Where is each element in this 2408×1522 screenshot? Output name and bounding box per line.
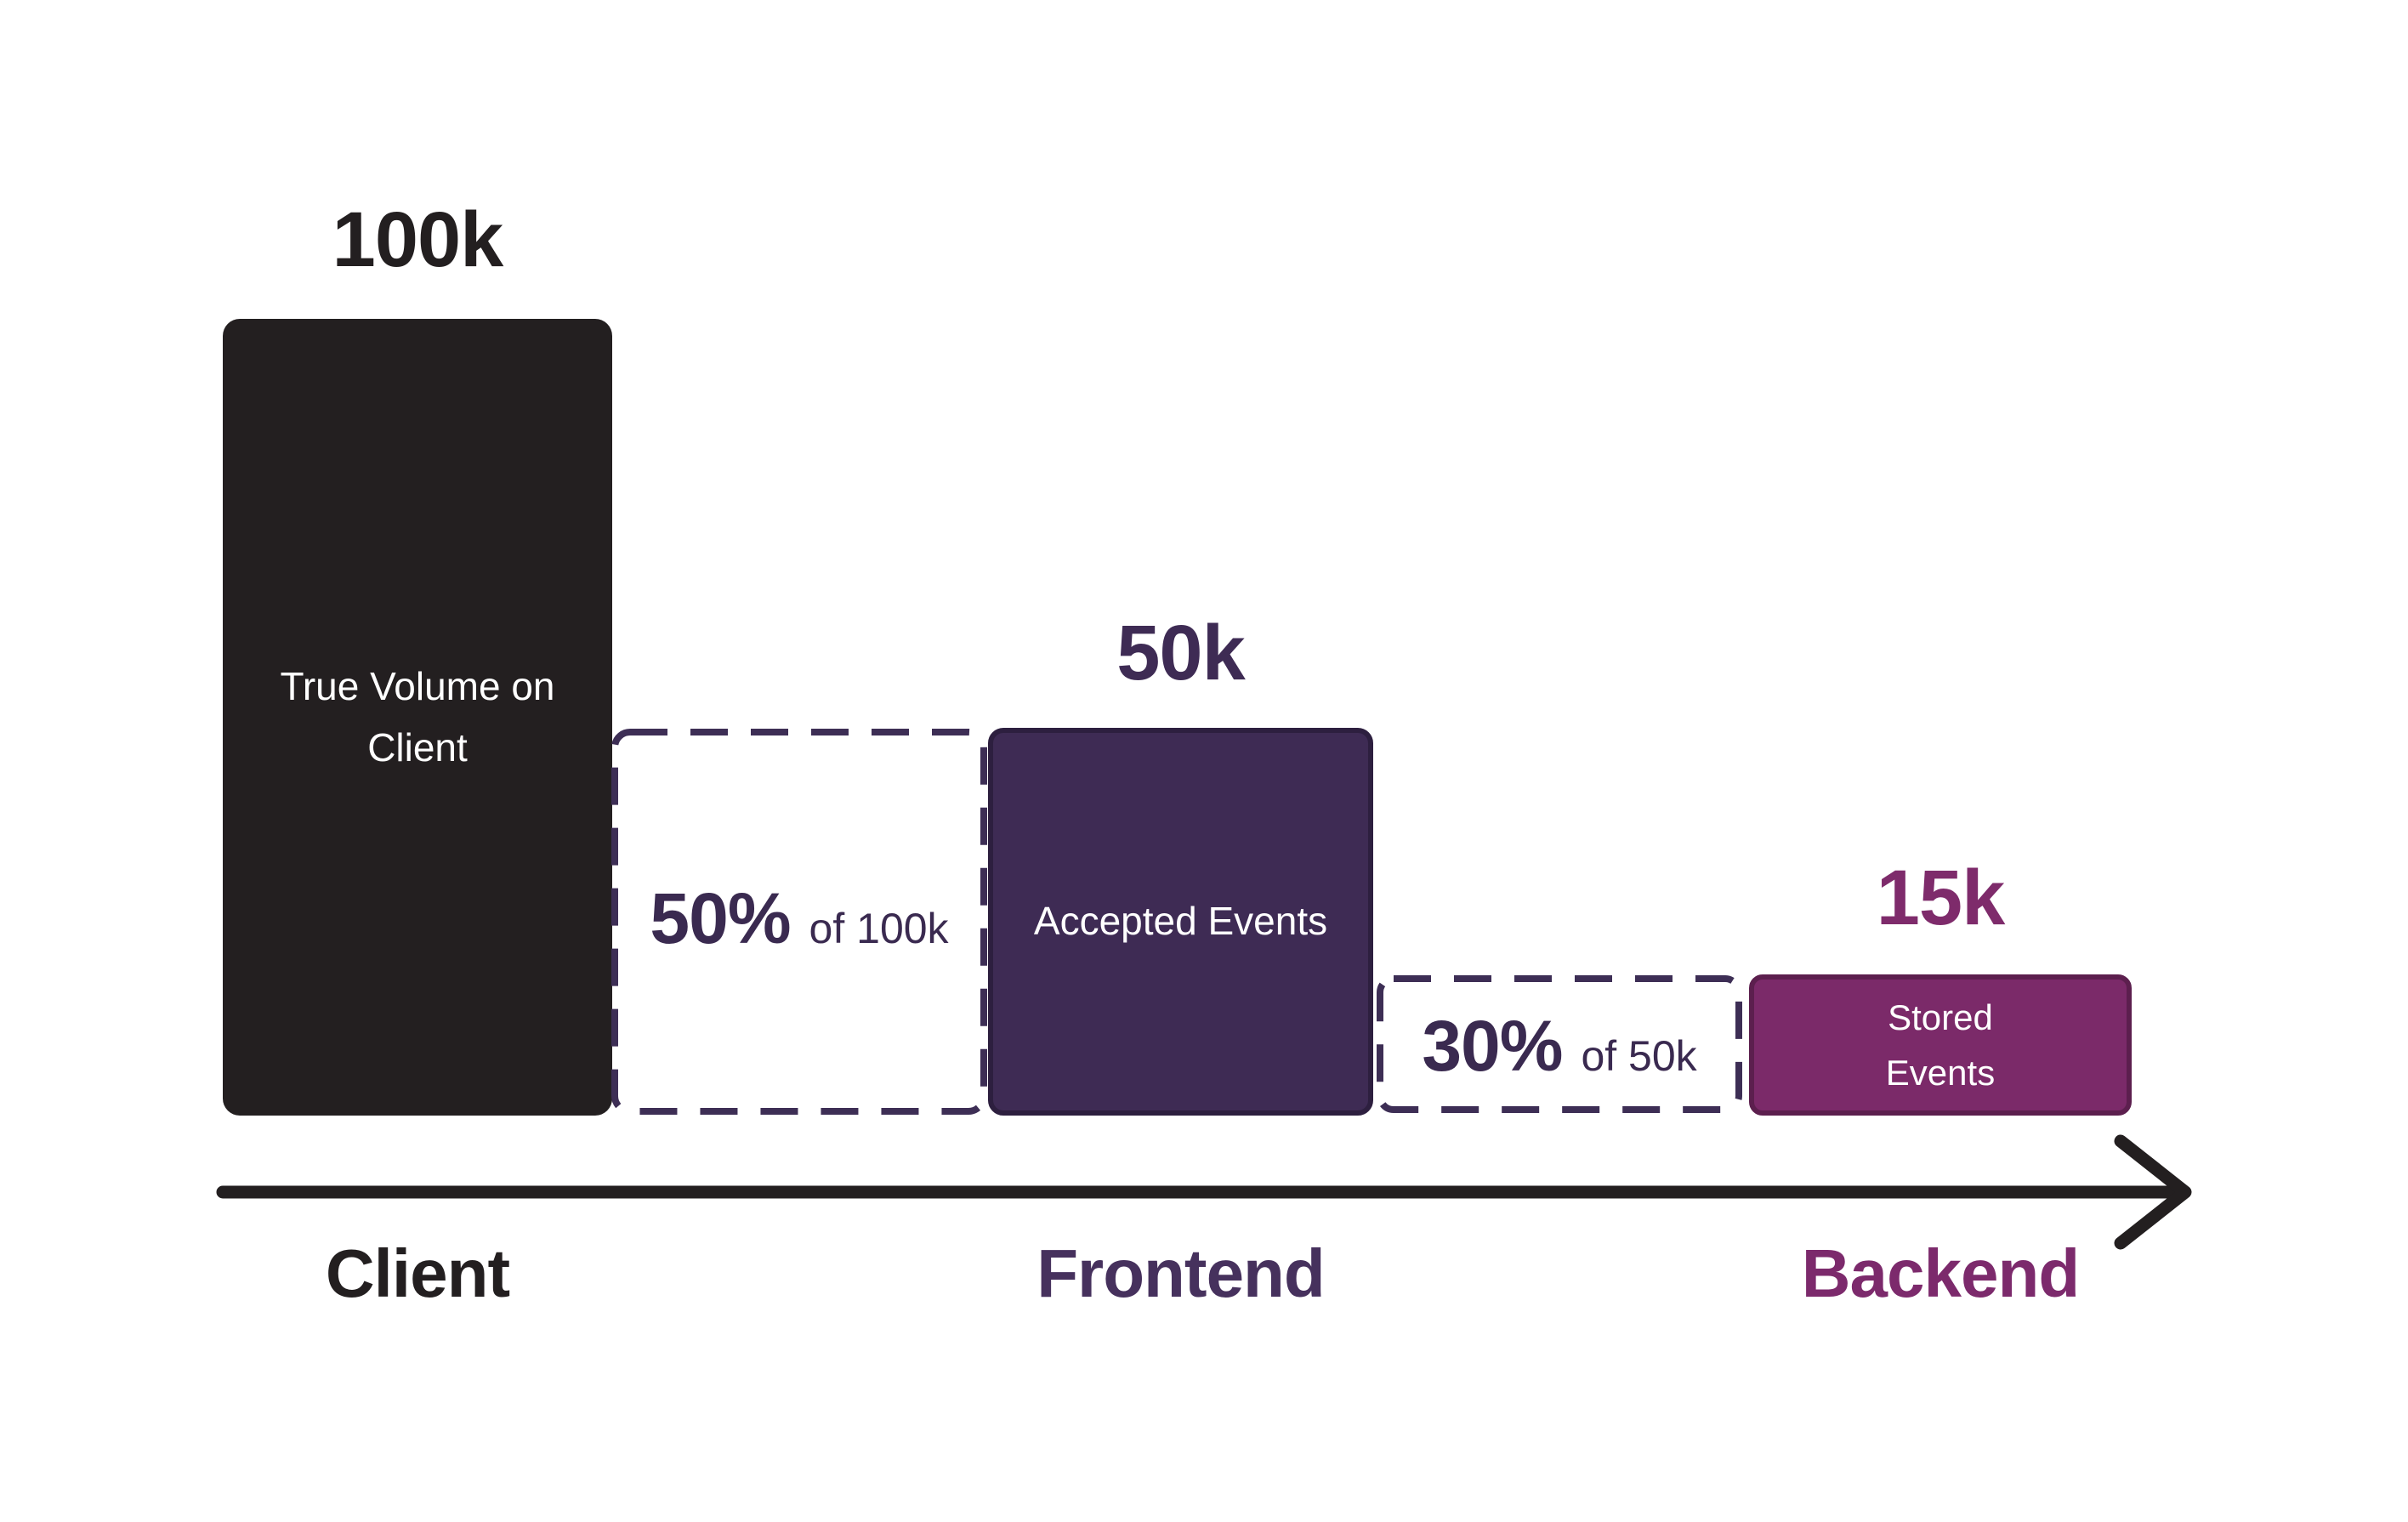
- drop-rate-1: 50% of 100k: [611, 728, 988, 1116]
- axis-label-client: Client: [325, 1235, 510, 1311]
- bar-stored-events: Stored Events: [1749, 974, 2132, 1116]
- bar-true-volume-on-client: True Volume on Client: [223, 319, 612, 1116]
- bar-label-true-volume: True Volume on Client: [280, 664, 555, 770]
- drop-rate-1-percent: 50%: [650, 878, 791, 958]
- bar-label-accepted-events: Accepted Events: [1033, 899, 1328, 944]
- axis-label-frontend: Frontend: [1036, 1235, 1326, 1311]
- value-label-backend: 15k: [1876, 855, 2006, 941]
- axis-label-backend: Backend: [1801, 1235, 2080, 1311]
- drop-rate-2: 30% of 50k: [1376, 974, 1743, 1114]
- value-label-frontend: 50k: [1116, 610, 1246, 696]
- bar-label-stored-events: Stored Events: [1885, 997, 1996, 1093]
- drop-rate-2-percent: 30%: [1422, 1006, 1563, 1086]
- drop-rate-2-of: of 50k: [1581, 1032, 1697, 1080]
- drop-rate-1-of: of 100k: [809, 905, 949, 952]
- bar-accepted-events: Accepted Events: [988, 728, 1373, 1116]
- flow-axis-arrow-icon: [216, 1134, 2192, 1250]
- value-label-client: 100k: [332, 196, 504, 283]
